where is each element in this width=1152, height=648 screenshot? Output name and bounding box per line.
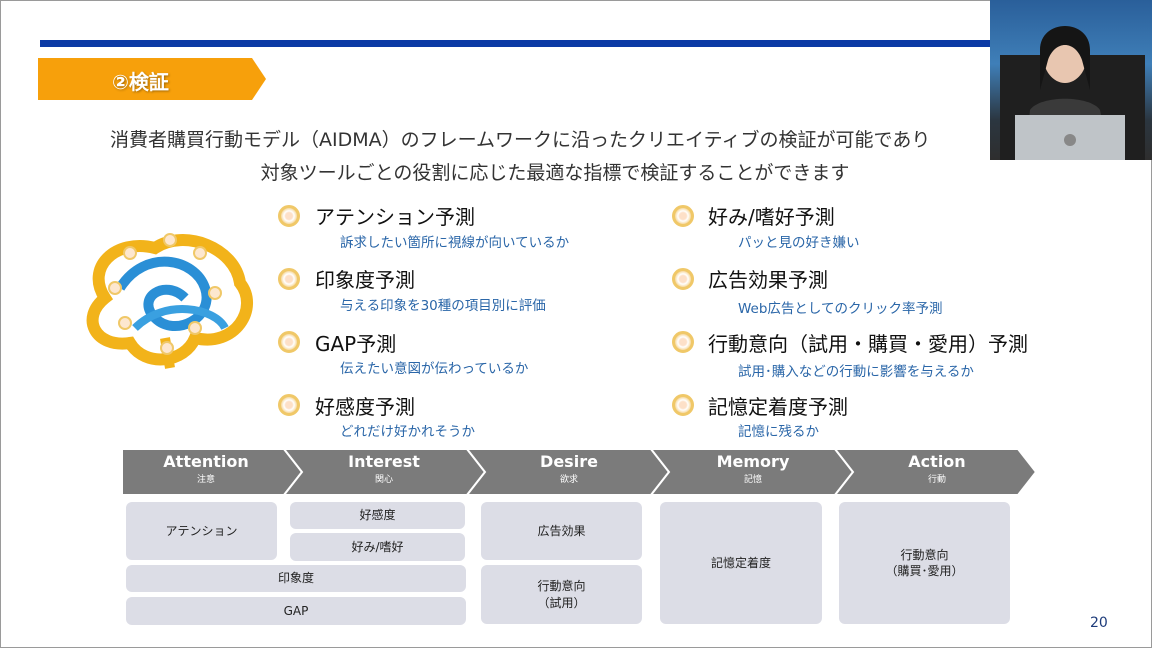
box-action-purchase: 行動意向 （購買･愛用） [839,502,1010,624]
stage-ja: 行動 [927,475,946,485]
box-impression: 印象度 [126,565,466,592]
chevron-action [832,448,1038,496]
webcam-video [990,0,1152,160]
stage-memory: Memory 記憶 [678,452,828,485]
box-attention: アテンション [126,502,277,560]
target-bullet-icon [278,331,300,353]
section-tab: ②検証 [38,58,266,100]
page-number: 20 [1090,615,1108,631]
target-bullet-icon [672,268,694,290]
feature-title: アテンション予測 [315,205,475,229]
stage-interest: Interest 関心 [309,452,459,485]
stage-en: Attention [163,452,249,471]
feature-title: 広告効果予測 [708,268,828,292]
box-preference: 好み/嗜好 [290,533,465,561]
stage-ja: 注意 [196,475,215,485]
feature-title: 記憶定着度予測 [708,395,848,419]
feature-sub: 与える印象を30種の項目別に評価 [340,298,546,314]
box-favorability: 好感度 [290,502,465,529]
feature-title: 印象度予測 [315,268,415,292]
presenter-video-icon [1000,26,1145,160]
lead-line-2: 対象ツールごとの役割に応じた最適な指標で検証することができます [260,162,850,184]
box-memory: 記憶定着度 [660,502,822,624]
box-action-trial: 行動意向 （試用） [481,565,642,624]
stage-action: Action 行動 [862,452,1012,485]
stage-ja: 関心 [374,475,393,485]
target-bullet-icon [672,205,694,227]
target-bullet-icon [278,394,300,416]
stage-ja: 記憶 [743,475,762,485]
header-bar [40,40,992,47]
feature-sub: 伝えたい意図が伝わっているか [340,361,529,377]
stage-attention: Attention 注意 [131,452,281,485]
feature-title: 好感度予測 [315,395,415,419]
feature-sub: Web広告としてのクリック率予測 [738,301,943,317]
stage-en: Memory [716,452,790,471]
stage-ja: 欲求 [559,475,578,485]
box-ad-effect: 広告効果 [481,502,642,560]
feature-sub: 訴求したい箇所に視線が向いているか [340,235,570,251]
box-gap: GAP [126,597,466,625]
feature-title: 好み/嗜好予測 [708,205,835,229]
target-bullet-icon [672,331,694,353]
stage-en: Interest [348,452,420,471]
target-bullet-icon [278,205,300,227]
lead-line-1: 消費者購買行動モデル（AIDMA）のフレームワークに沿ったクリエイティブの検証が… [110,129,931,151]
stage-en: Desire [540,452,598,471]
target-bullet-icon [278,268,300,290]
feature-title: 行動意向（試用・購買・愛用）予測 [708,332,1028,356]
target-bullet-icon [672,394,694,416]
brain-illustration-icon [86,233,253,369]
stage-en: Action [908,452,966,471]
stage-desire: Desire 欲求 [494,452,644,485]
feature-title: GAP予測 [315,332,397,356]
feature-sub: 記憶に残るか [738,424,819,440]
section-tab-label: ②検証 [112,70,169,94]
feature-sub: パッと見の好き嫌い [738,235,860,251]
feature-sub: 試用･購入などの行動に影響を与えるか [738,364,974,380]
feature-sub: どれだけ好かれそうか [340,424,475,440]
